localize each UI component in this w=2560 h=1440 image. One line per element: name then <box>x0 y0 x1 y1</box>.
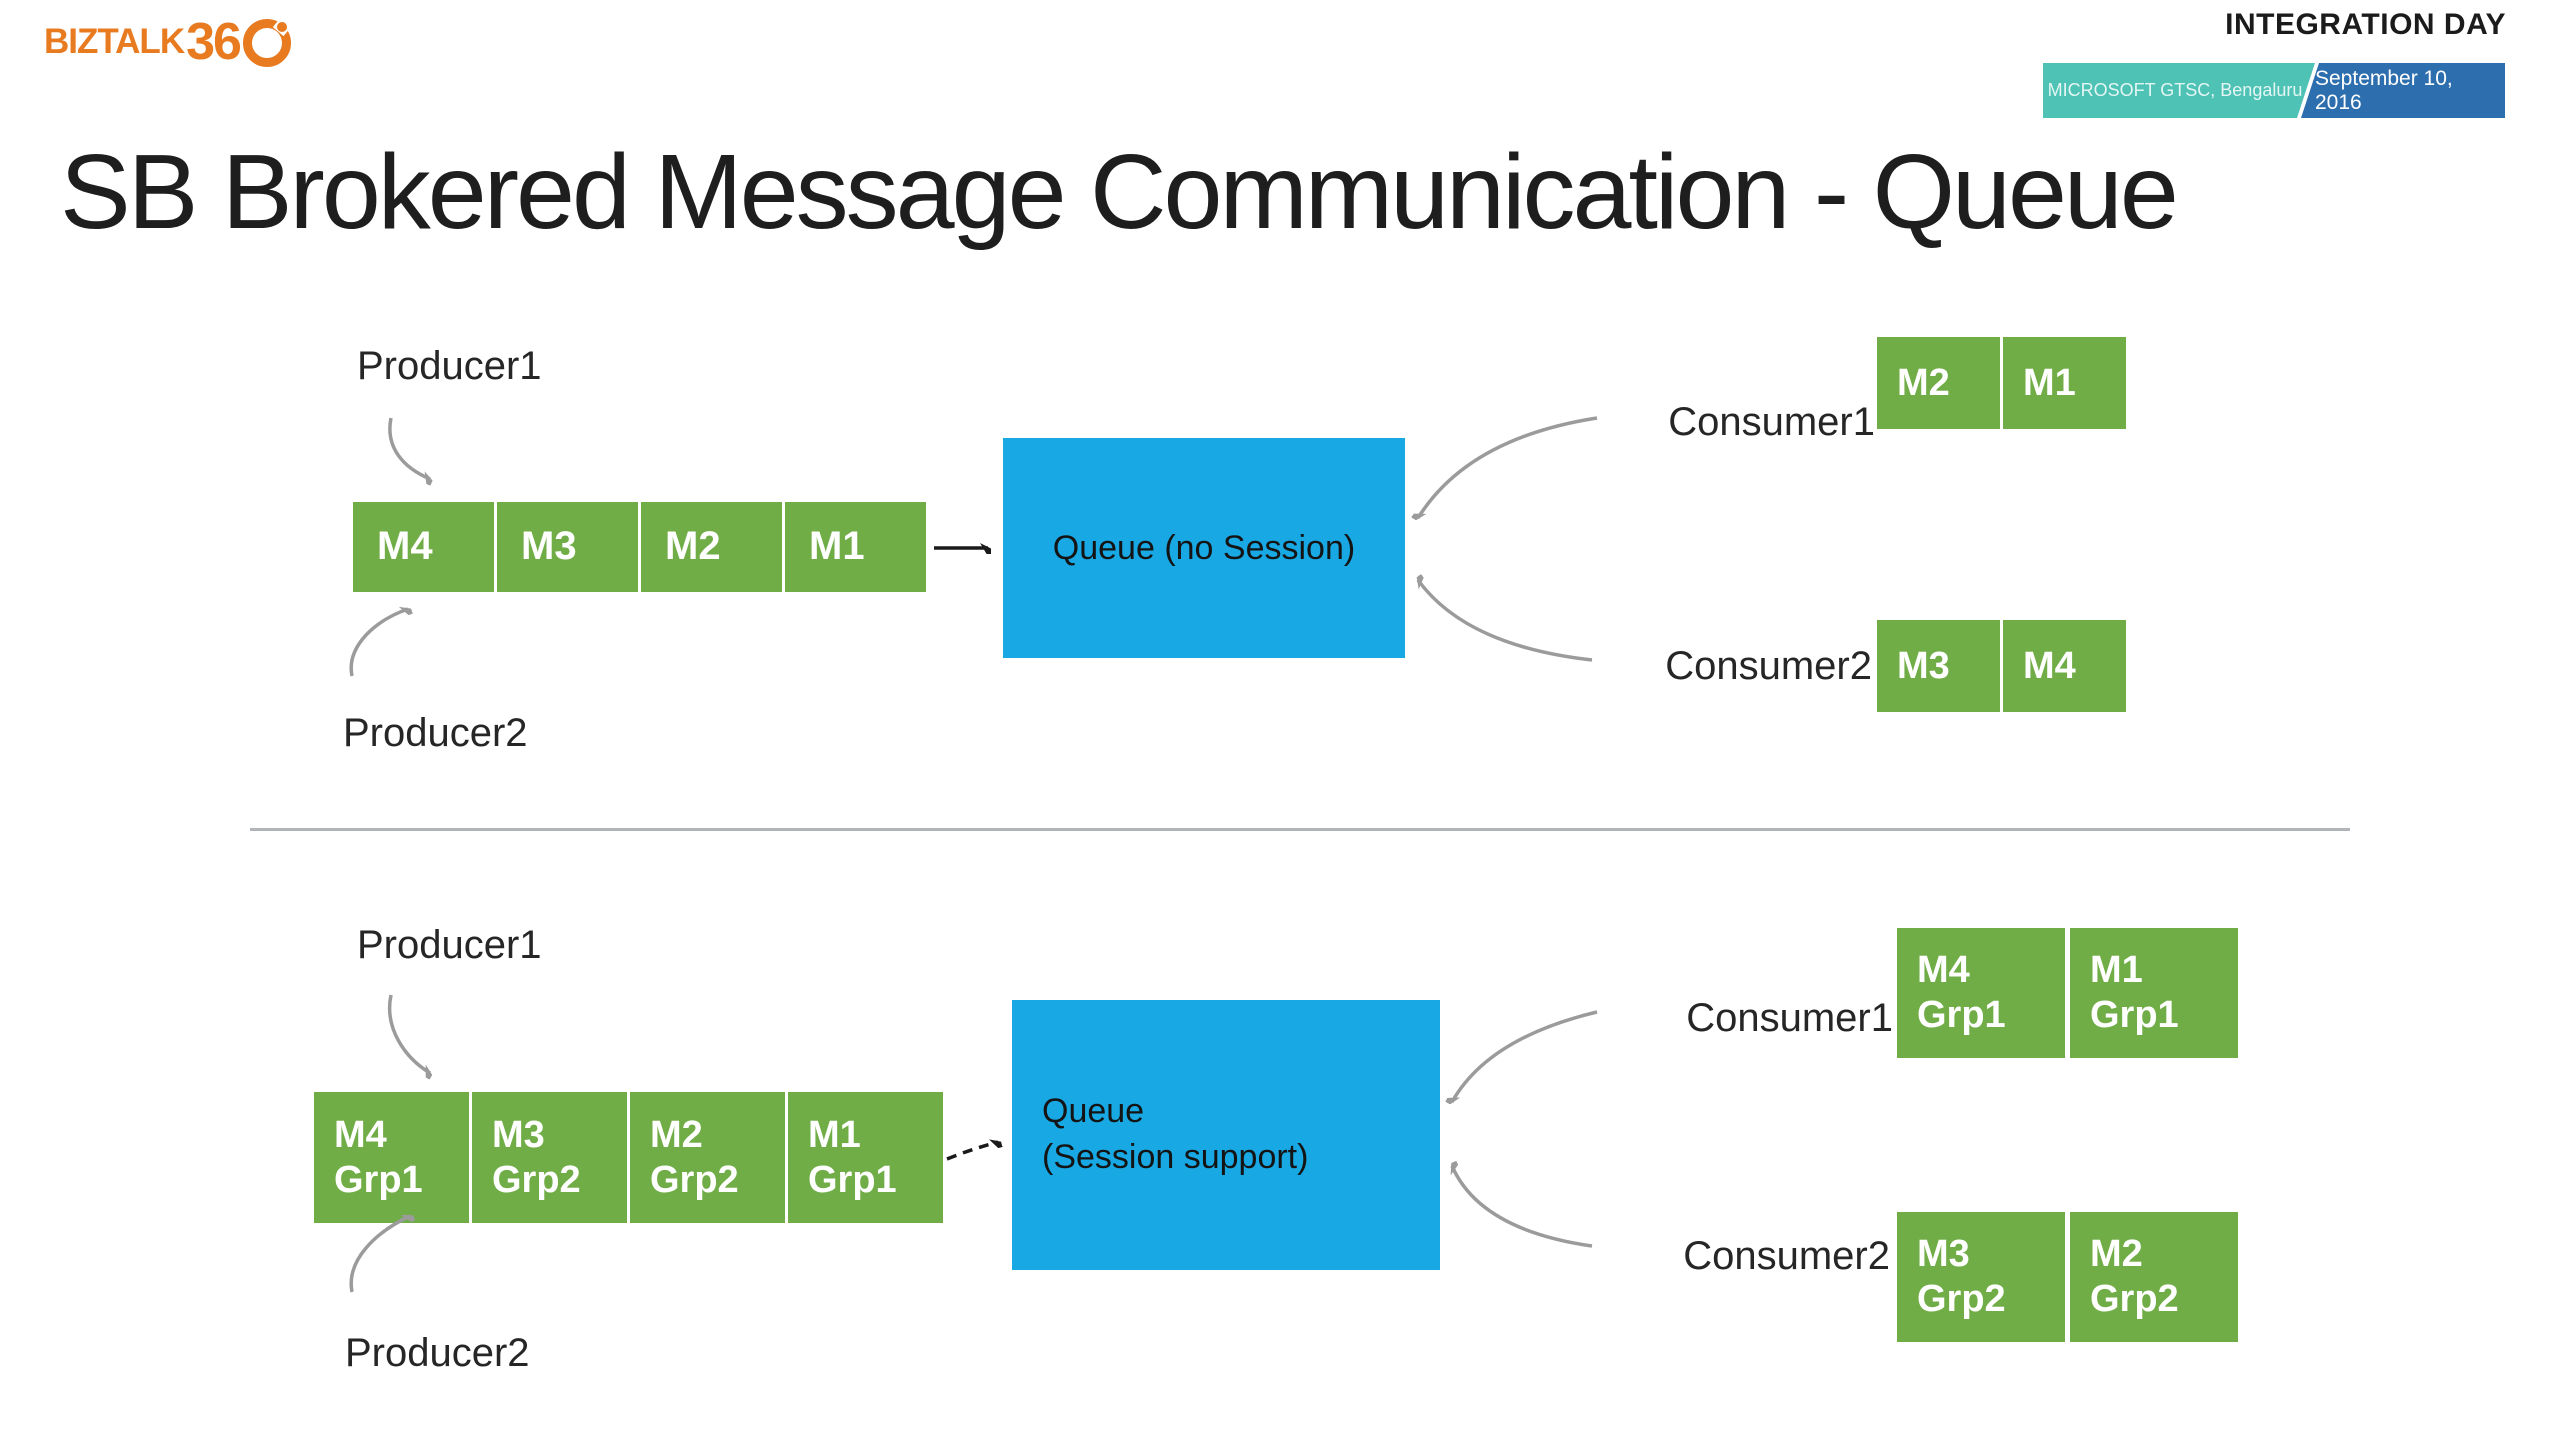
arrow-producer1-to-queue-top <box>388 417 430 479</box>
message-id: M2 <box>665 524 721 569</box>
logo-360-text: 36 <box>186 13 242 71</box>
message-id: M4 <box>1917 949 1970 992</box>
message-box: M1 Grp1 <box>788 1092 943 1223</box>
message-box: M2 <box>1877 337 2000 429</box>
arrow-consumer1-to-queue-bottom <box>1452 1010 1598 1102</box>
message-box: M4 <box>353 502 494 592</box>
page-title: SB Brokered Message Communication - Queu… <box>60 133 2179 251</box>
message-box: M3 <box>497 502 638 592</box>
banner-date: September 10, 2016 <box>2301 63 2505 118</box>
producer1-label-bottom: Producer1 <box>357 923 542 967</box>
biztalk360-logo: BIZTALK 36 <box>44 16 291 68</box>
message-box: M2 <box>641 502 782 592</box>
queue-label: Queue (no Session) <box>1052 528 1356 567</box>
message-id: M2 <box>650 1113 703 1156</box>
logo-zero-icon <box>242 19 291 67</box>
banner-venue: MICROSOFT GTSC, Bengaluru <box>2043 63 2315 118</box>
consumer2-label-top: Consumer2 <box>1665 644 1872 688</box>
consumer1-label-top: Consumer1 <box>1668 400 1875 444</box>
message-id: M4 <box>2023 644 2076 687</box>
consumer1-messages-top: M2 M1 <box>1877 337 2126 429</box>
message-group: Grp2 <box>650 1158 739 1201</box>
message-group: Grp2 <box>1917 1278 2006 1320</box>
message-id: M3 <box>521 524 577 569</box>
queue-messages-bottom: M4 Grp1 M3 Grp2 M2 Grp2 M1 Grp1 <box>314 1092 943 1223</box>
arrow-producer1-to-queue-bottom <box>387 994 430 1073</box>
queue-session-box: Queue (Session support) <box>1012 1000 1440 1270</box>
producer1-label-top: Producer1 <box>357 344 542 388</box>
message-group: Grp1 <box>808 1158 897 1201</box>
message-box: M3 <box>1877 620 2000 712</box>
queue-label-line2: (Session support) <box>1042 1138 1309 1176</box>
arrow-producer2-to-queue-top <box>349 609 408 677</box>
consumer1-label-bottom: Consumer1 <box>1686 996 1893 1040</box>
consumer2-label-bottom: Consumer2 <box>1683 1234 1890 1278</box>
message-group: Grp1 <box>1917 994 2006 1036</box>
message-id: M1 <box>2090 949 2143 992</box>
message-box: M1 <box>2003 337 2126 429</box>
arrow-messages-to-queue-bottom <box>946 1142 998 1161</box>
message-group: Grp1 <box>2090 994 2179 1036</box>
arrow-consumer2-to-queue-bottom <box>1450 1166 1593 1248</box>
message-id: M4 <box>377 524 433 569</box>
consumer2-messages-bottom: M3 Grp2 M2 Grp2 <box>1897 1212 2238 1342</box>
message-box: M3 Grp2 <box>1897 1212 2065 1342</box>
message-id: M2 <box>1897 361 1950 404</box>
queue-label-line1: Queue <box>1042 1092 1145 1131</box>
message-box: M3 Grp2 <box>472 1092 627 1223</box>
message-id: M3 <box>492 1113 545 1156</box>
event-banner: MICROSOFT GTSC, Bengaluru September 10, … <box>2043 63 2505 118</box>
queue-no-session-box: Queue (no Session) <box>1003 438 1405 658</box>
message-id: M3 <box>1917 1233 1970 1276</box>
message-box: M2 Grp2 <box>2070 1212 2238 1342</box>
producer2-label-top: Producer2 <box>343 711 528 755</box>
message-id: M2 <box>2090 1233 2143 1276</box>
producer2-label-bottom: Producer2 <box>345 1331 530 1375</box>
consumer1-messages-bottom: M4 Grp1 M1 Grp1 <box>1897 928 2238 1058</box>
consumer2-messages-top: M3 M4 <box>1877 620 2126 712</box>
arrow-consumer1-to-queue-top <box>1418 416 1598 518</box>
queue-messages-top: M4 M3 M2 M1 <box>353 502 926 592</box>
message-box: M1 <box>785 502 926 592</box>
message-id: M3 <box>1897 644 1950 687</box>
message-box: M4 Grp1 <box>1897 928 2065 1058</box>
section-divider <box>250 828 2350 831</box>
message-id: M1 <box>2023 361 2076 404</box>
arrow-consumer2-to-queue-top <box>1418 580 1593 662</box>
message-id: M4 <box>334 1113 387 1156</box>
message-group: Grp1 <box>334 1158 423 1201</box>
logo-brand-text: BIZTALK <box>44 22 185 61</box>
message-box: M4 Grp1 <box>314 1092 469 1223</box>
event-title: INTEGRATION DAY <box>2225 8 2506 41</box>
message-group: Grp2 <box>492 1158 581 1201</box>
message-group: Grp2 <box>2090 1278 2179 1320</box>
message-box: M1 Grp1 <box>2070 928 2238 1058</box>
message-id: M1 <box>808 1113 861 1156</box>
message-box: M2 Grp2 <box>630 1092 785 1223</box>
arrow-producer2-to-queue-bottom <box>349 1214 410 1293</box>
message-id: M1 <box>809 524 865 569</box>
message-box: M4 <box>2003 620 2126 712</box>
